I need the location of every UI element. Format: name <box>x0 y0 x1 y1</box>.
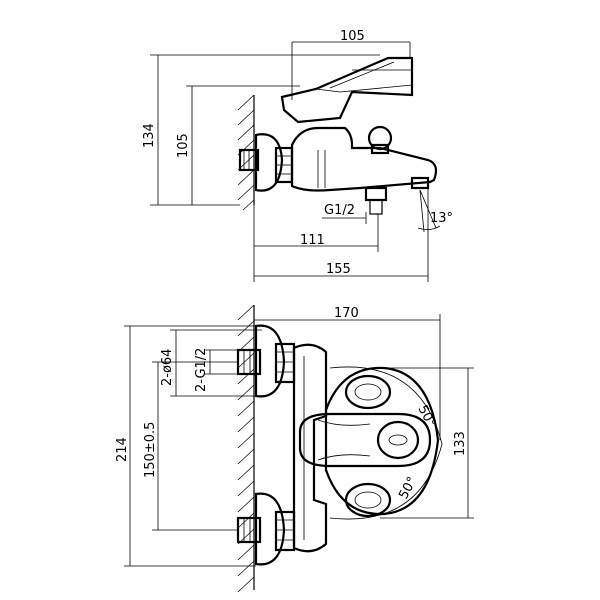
front-wall-hatch <box>237 304 255 593</box>
front-upper-inlet <box>236 324 296 398</box>
front-dim-top-width: 170 <box>334 306 359 321</box>
side-dim-angle: 13° <box>430 211 453 226</box>
side-body <box>290 126 438 192</box>
side-dim-height-body: 105 <box>176 133 191 158</box>
front-upper-button <box>344 374 392 410</box>
front-cartridge <box>298 412 432 468</box>
front-lever <box>324 366 440 516</box>
side-knob <box>367 125 393 151</box>
side-dim-top-width: 105 <box>340 29 365 44</box>
side-dim-height-total: 134 <box>142 123 157 148</box>
side-flange <box>254 133 284 192</box>
front-lower-button <box>344 482 392 518</box>
side-inlet-pipe <box>238 148 260 172</box>
front-dim-thread: 2-G1/2 <box>194 348 209 392</box>
side-outlet <box>364 186 388 202</box>
front-dim-height-total: 214 <box>115 437 130 462</box>
front-dim-centers: 150±0.5 <box>143 422 158 478</box>
front-dim-bore: 2-ø64 <box>160 349 175 386</box>
front-view: 50° 50° 170 2-ø64 2-G1/2 214 150±0.5 133 <box>115 304 474 593</box>
side-lever <box>280 56 414 124</box>
front-dim-height-right: 133 <box>453 431 468 456</box>
side-spout-tip <box>410 176 430 190</box>
front-cartridge-disc <box>376 420 420 460</box>
front-body-bar <box>292 343 328 553</box>
side-dim-depth-outlet: 111 <box>300 233 325 248</box>
side-dim-depth-total: 155 <box>326 262 351 277</box>
side-dim-thread: G1/2 <box>324 203 355 218</box>
side-view: 105 134 105 G1/2 13° 111 155 <box>142 29 453 282</box>
